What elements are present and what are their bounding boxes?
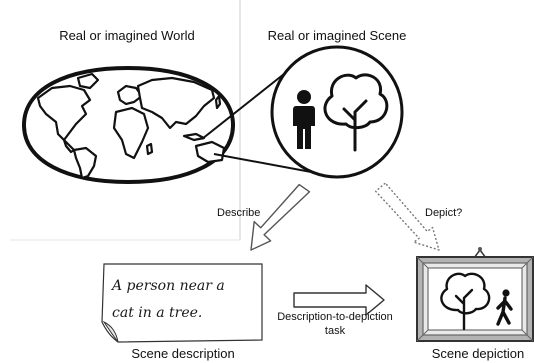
zoom-lines	[201, 73, 323, 175]
scene-depiction-caption: Scene depiction	[432, 346, 525, 361]
walking-person-icon	[496, 289, 513, 326]
task-label-line-1: Description-to-depiction	[277, 311, 393, 323]
description-note	[101, 263, 263, 343]
task-arrow	[293, 284, 385, 316]
describe-label: Describe	[217, 207, 260, 219]
note-line-2: cat in a tree.	[112, 305, 202, 321]
panel-border	[10, 0, 241, 241]
frame-tree-icon	[440, 272, 491, 331]
scene-title: Real or imagined Scene	[268, 28, 407, 43]
person-icon	[293, 90, 315, 149]
scene-description-caption: Scene description	[131, 346, 234, 361]
depict-arrow	[375, 182, 440, 251]
describe-arrow	[250, 183, 311, 251]
world-map-icon	[21, 65, 236, 185]
world-title: Real or imagined World	[59, 28, 195, 43]
task-label-line-2: task	[325, 325, 346, 337]
tree-icon	[323, 73, 389, 152]
note-line-1: A person near a	[110, 278, 225, 294]
depict-label: Depict?	[425, 207, 462, 219]
